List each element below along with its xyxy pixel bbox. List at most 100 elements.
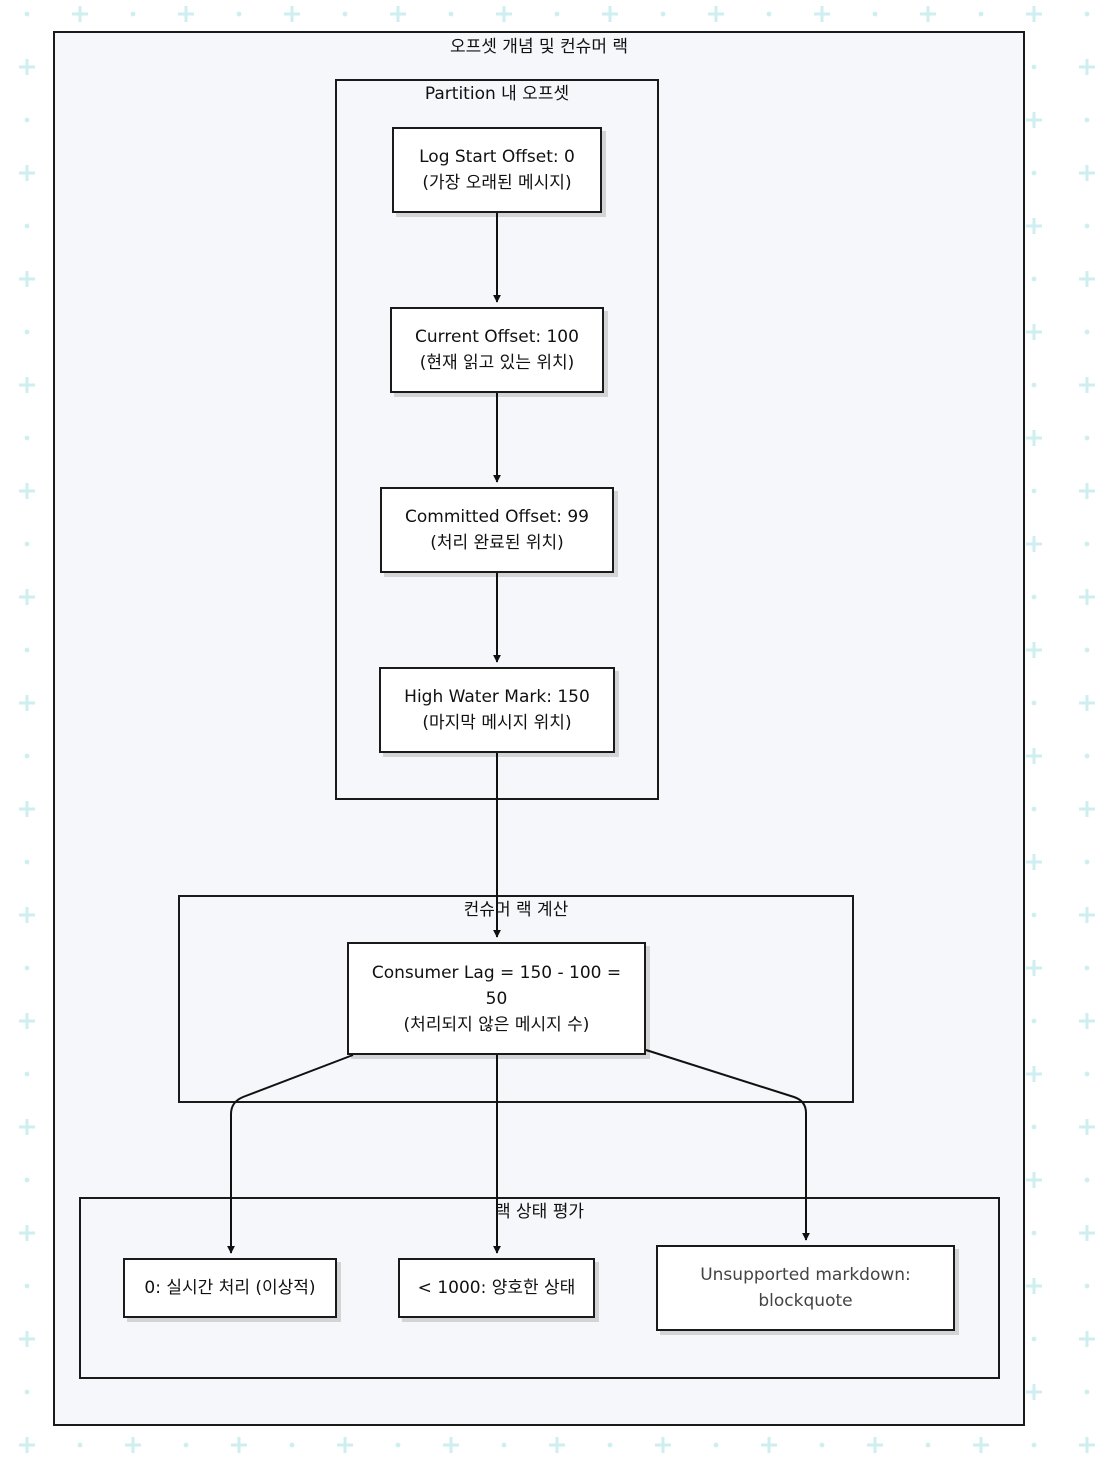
pattern-plus <box>19 801 35 817</box>
node-label: Committed Offset: 99 <box>405 507 589 527</box>
pattern-dot <box>872 11 878 17</box>
pattern-plus <box>19 1225 35 1241</box>
pattern-plus <box>443 1437 459 1453</box>
pattern-plus <box>19 695 35 711</box>
pattern-dot <box>24 1389 30 1395</box>
pattern-plus <box>1026 960 1042 976</box>
node-label: 0: 실시간 처리 (이상적) <box>144 1278 316 1298</box>
high-water-mark-node: High Water Mark: 150 (마지막 메시지 위치) <box>379 667 615 753</box>
status-good-node: < 1000: 양호한 상태 <box>398 1258 595 1318</box>
node-sublabel: (현재 읽고 있는 위치) <box>419 353 575 373</box>
pattern-plus <box>19 1331 35 1347</box>
pattern-dot <box>289 1442 295 1448</box>
node-sublabel: (처리되지 않은 메시지 수) <box>403 1014 590 1035</box>
log-start-offset-node: Log Start Offset: 0 (가장 오래된 메시지) <box>392 127 602 213</box>
pattern-dot <box>24 753 30 759</box>
node-label: Unsupported markdown: <box>700 1265 911 1285</box>
pattern-plus <box>19 1119 35 1135</box>
pattern-dot <box>1031 1230 1037 1236</box>
pattern-plus <box>125 1437 141 1453</box>
node-label: Consumer Lag = 150 - 100 = <box>371 962 622 983</box>
node-label: High Water Mark: 150 <box>404 687 590 707</box>
pattern-dot <box>1084 329 1090 335</box>
pattern-plus <box>1026 112 1042 128</box>
pattern-dot <box>925 1442 931 1448</box>
pattern-plus <box>19 483 35 499</box>
pattern-dot <box>130 11 136 17</box>
pattern-dot <box>978 11 984 17</box>
pattern-plus <box>1026 748 1042 764</box>
consumer-lag-node: Consumer Lag = 150 - 100 = 50 (처리되지 않은 메… <box>347 942 646 1055</box>
node-sublabel: (마지막 메시지 위치) <box>422 713 572 733</box>
pattern-plus <box>337 1437 353 1453</box>
pattern-dot <box>660 11 666 17</box>
pattern-plus <box>549 1437 565 1453</box>
pattern-dot <box>1084 117 1090 123</box>
pattern-dot <box>342 11 348 17</box>
node-value: 50 <box>485 988 508 1009</box>
node-label: Current Offset: 100 <box>415 327 579 347</box>
pattern-dot <box>1031 64 1037 70</box>
pattern-plus <box>1026 324 1042 340</box>
pattern-dot <box>1084 1389 1090 1395</box>
pattern-dot <box>24 1071 30 1077</box>
pattern-dot <box>713 1442 719 1448</box>
pattern-plus <box>19 59 35 75</box>
status-unsupported-node: Unsupported markdown: blockquote <box>656 1245 955 1331</box>
pattern-dot <box>1031 276 1037 282</box>
pattern-plus <box>19 1437 35 1453</box>
pattern-dot <box>1084 965 1090 971</box>
pattern-dot <box>1084 1283 1090 1289</box>
pattern-dot <box>501 1442 507 1448</box>
pattern-dot <box>1084 223 1090 229</box>
pattern-plus <box>1026 430 1042 446</box>
pattern-dot <box>1084 541 1090 547</box>
pattern-dot <box>1084 1071 1090 1077</box>
pattern-dot <box>24 1283 30 1289</box>
pattern-plus <box>761 1437 777 1453</box>
pattern-plus <box>19 165 35 181</box>
pattern-dot <box>1031 806 1037 812</box>
diagram-title: 오프셋 개념 및 컨슈머 랙 <box>449 37 628 57</box>
lag-cluster-title: 컨슈머 랙 계산 <box>463 900 569 920</box>
pattern-plus <box>655 1437 671 1453</box>
pattern-dot <box>24 223 30 229</box>
pattern-dot <box>395 1442 401 1448</box>
pattern-plus <box>390 6 406 22</box>
pattern-plus <box>1079 59 1095 75</box>
pattern-dot <box>24 435 30 441</box>
pattern-plus <box>19 377 35 393</box>
pattern-plus <box>973 1437 989 1453</box>
pattern-dot <box>554 11 560 17</box>
pattern-plus <box>1079 589 1095 605</box>
pattern-plus <box>1079 1119 1095 1135</box>
node-sublabel: (처리 완료된 위치) <box>430 533 564 553</box>
pattern-dot <box>1031 1442 1037 1448</box>
pattern-dot <box>24 541 30 547</box>
pattern-dot <box>1031 594 1037 600</box>
pattern-plus <box>1079 801 1095 817</box>
pattern-dot <box>1031 912 1037 918</box>
pattern-dot <box>1084 1177 1090 1183</box>
node-label: < 1000: 양호한 상태 <box>417 1278 576 1298</box>
pattern-dot <box>1084 859 1090 865</box>
pattern-plus <box>19 1013 35 1029</box>
pattern-plus <box>1079 377 1095 393</box>
pattern-plus <box>496 6 512 22</box>
pattern-plus <box>1026 1384 1042 1400</box>
pattern-plus <box>1026 6 1042 22</box>
pattern-dot <box>24 965 30 971</box>
pattern-dot <box>1031 700 1037 706</box>
node-label: Log Start Offset: 0 <box>419 147 575 167</box>
pattern-dot <box>24 859 30 865</box>
pattern-plus <box>1026 854 1042 870</box>
pattern-plus <box>284 6 300 22</box>
pattern-dot <box>24 647 30 653</box>
pattern-dot <box>448 11 454 17</box>
pattern-plus <box>1026 1066 1042 1082</box>
pattern-plus <box>708 6 724 22</box>
pattern-dot <box>236 11 242 17</box>
pattern-plus <box>1079 695 1095 711</box>
pattern-dot <box>24 1177 30 1183</box>
pattern-dot <box>1084 753 1090 759</box>
